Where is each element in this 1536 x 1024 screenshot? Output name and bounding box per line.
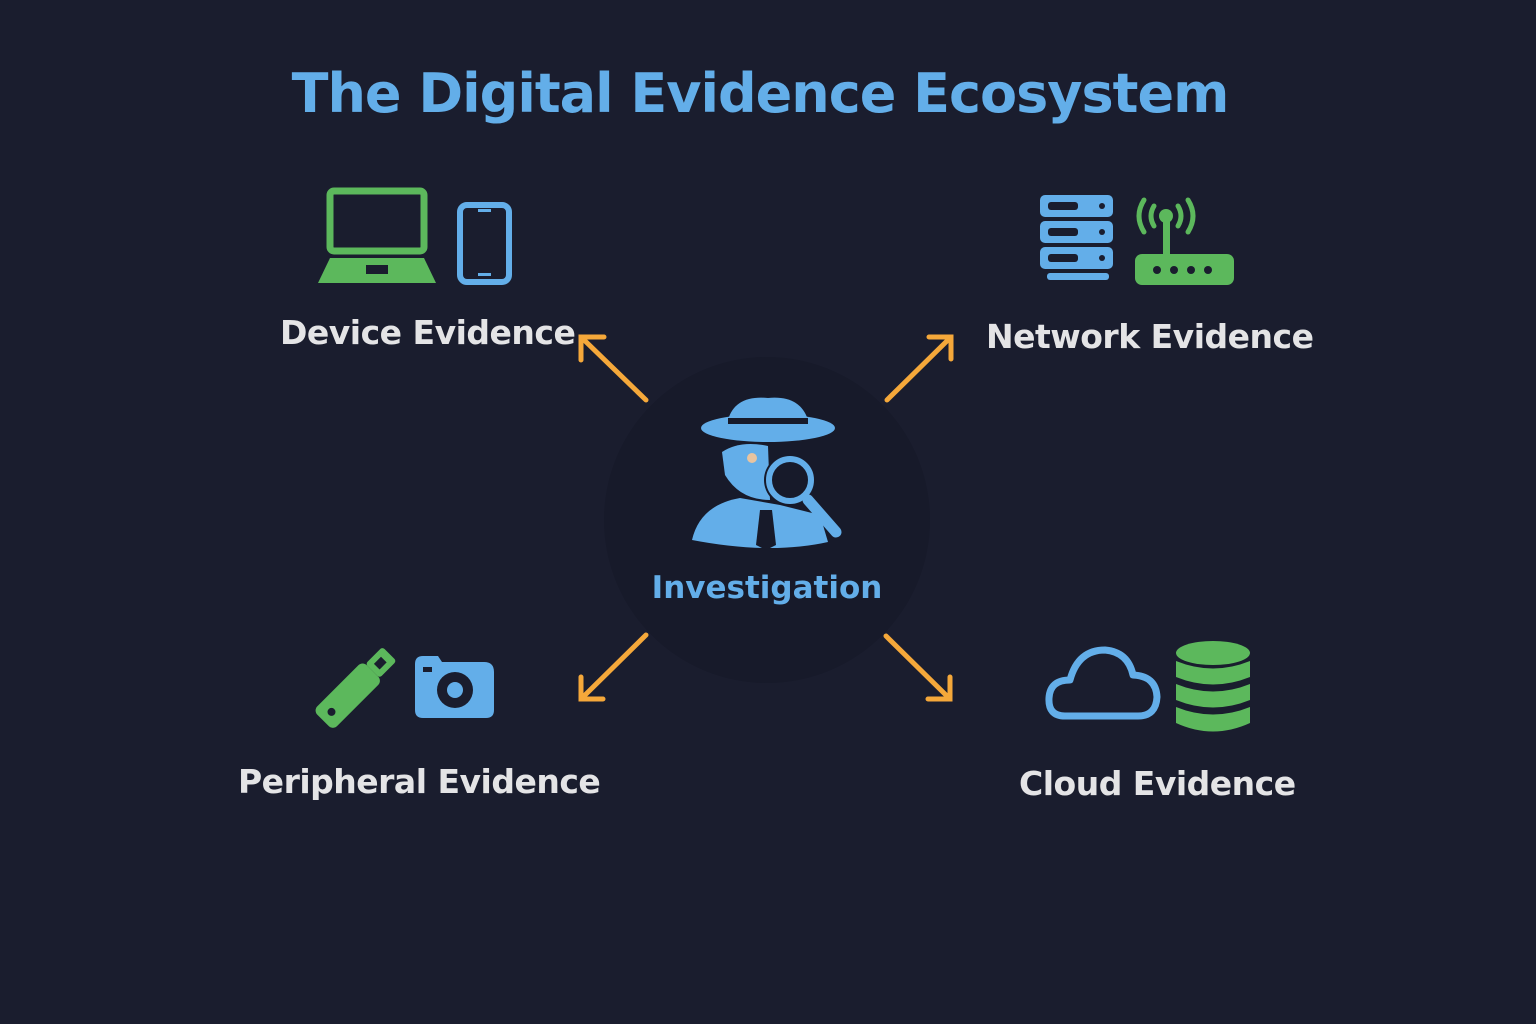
cloud-evidence-label: Cloud Evidence xyxy=(1019,764,1296,803)
server-icon xyxy=(1040,195,1113,280)
investigation-label: Investigation xyxy=(651,570,883,606)
arrow-to-peripheral xyxy=(578,632,649,702)
laptop-icon xyxy=(318,187,436,283)
peripheral-evidence-label: Peripheral Evidence xyxy=(238,762,601,801)
arrow-to-device xyxy=(578,334,649,403)
diagram-title: The Digital Evidence Ecosystem xyxy=(291,62,1230,125)
usb-drive-icon xyxy=(315,648,396,728)
device-evidence-label: Device Evidence xyxy=(280,313,576,352)
network-evidence-label: Network Evidence xyxy=(986,317,1314,356)
router-icon xyxy=(1135,197,1234,285)
arrow-to-network xyxy=(884,334,954,403)
database-icon xyxy=(1176,641,1250,732)
detective-icon xyxy=(692,397,842,550)
cloud-icon xyxy=(1045,646,1161,720)
arrow-to-cloud xyxy=(883,633,953,702)
camera-icon xyxy=(415,656,494,718)
smartphone-icon xyxy=(457,202,512,285)
